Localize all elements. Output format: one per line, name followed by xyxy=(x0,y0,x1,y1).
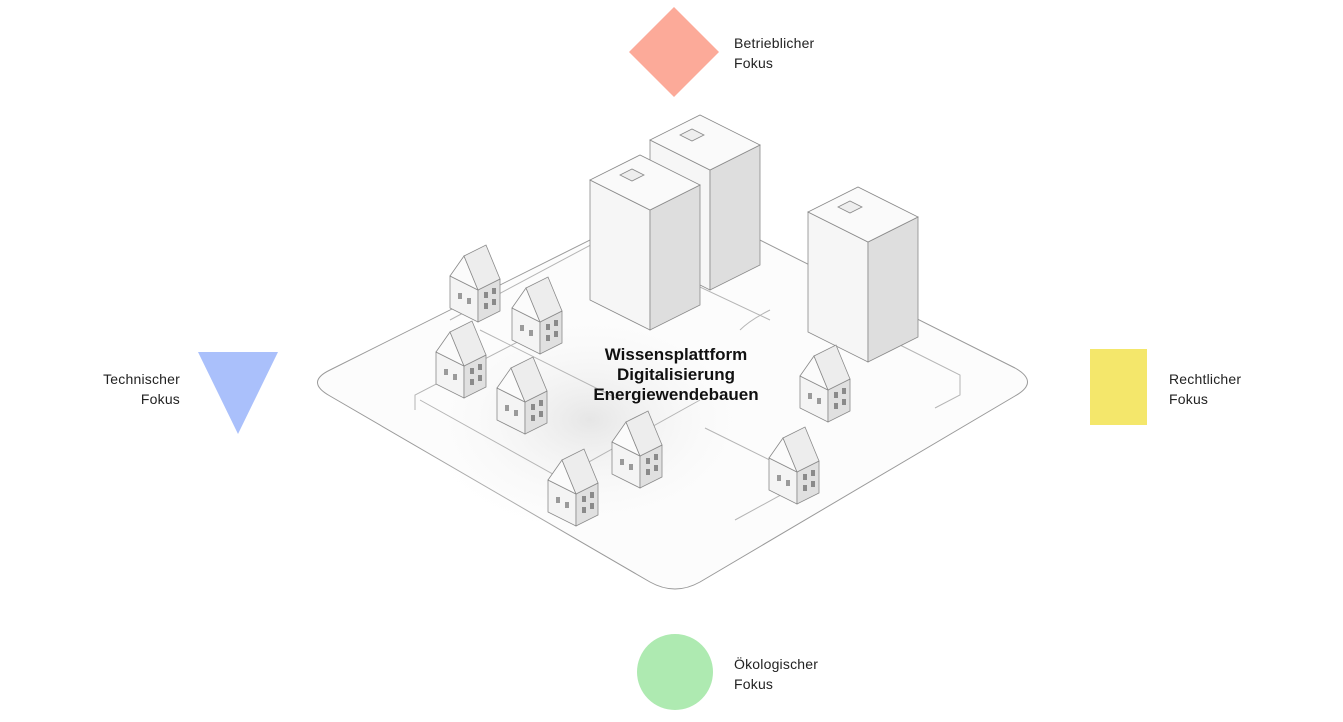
platform-title-line-3: Energiewendebauen xyxy=(593,385,759,404)
platform-title-line-2: Digitalisierung xyxy=(616,365,736,384)
technical-focus-label: Technischer Fokus xyxy=(103,371,180,407)
legal-focus-label: Rechtlicher Fokus xyxy=(1169,371,1242,407)
operational-focus-shape xyxy=(629,7,719,97)
ecological-focus-label: Ökologischer Fokus xyxy=(734,656,819,692)
platform-title-line-1: Wissensplattform xyxy=(604,345,748,364)
technical-focus-triangle-icon xyxy=(198,352,278,434)
legal-focus-rectangle-icon xyxy=(1090,349,1147,425)
ecological-focus-circle-icon xyxy=(637,634,713,710)
operational-focus-diamond-icon xyxy=(629,7,719,97)
operational-focus-label: Betrieblicher Fokus xyxy=(734,35,815,71)
platform-title: Wissensplattform Digitalisierung Energie… xyxy=(556,345,796,405)
technical-focus-shape xyxy=(198,352,278,434)
